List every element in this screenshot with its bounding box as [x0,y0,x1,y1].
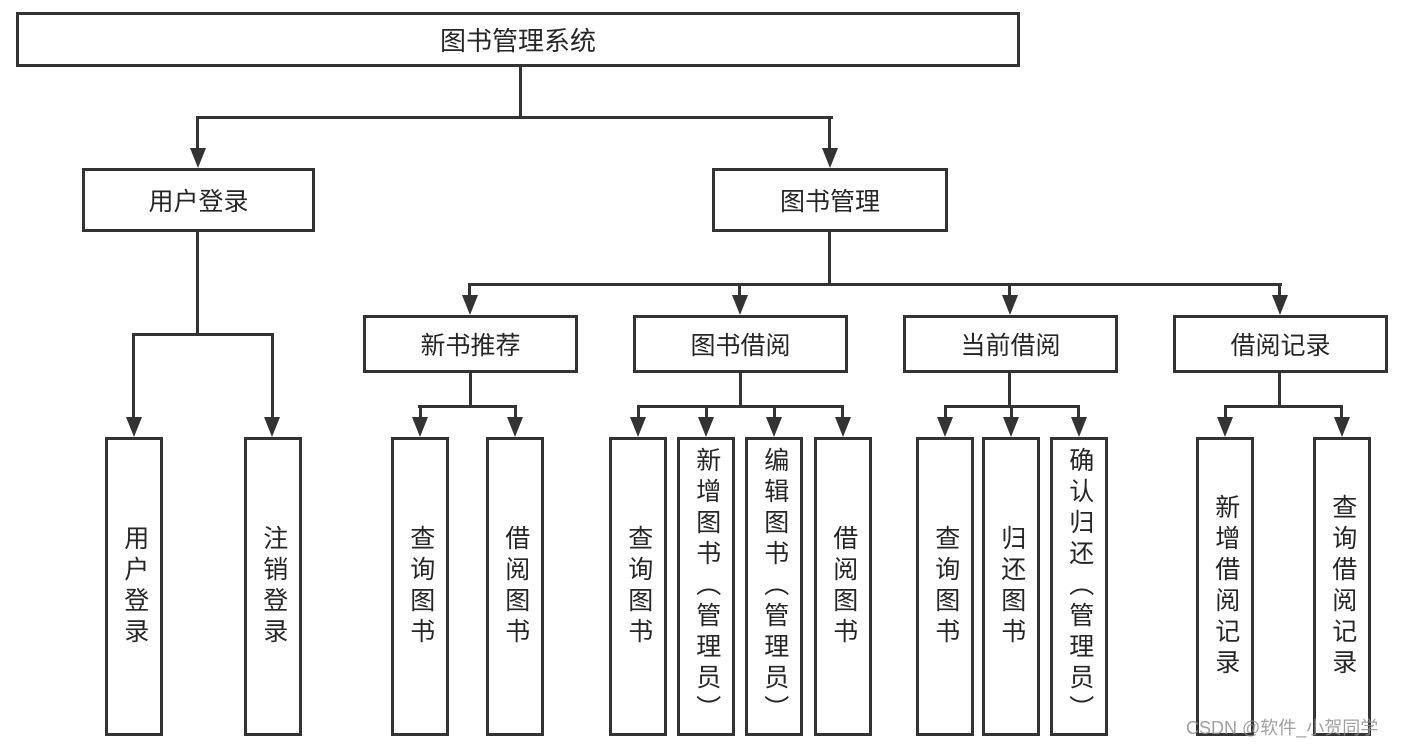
leaf-borrow-books-recommendation: 借阅图书 [486,437,544,736]
connector-book-management-drop [828,230,831,286]
connector-stem [637,405,640,420]
connector-stem-new-book [468,283,471,297]
connector-stem-book-management [828,116,831,152]
leaf-query-books-borrowing: 查询图书 [609,437,667,736]
connector-stem-book-borrowing [738,283,741,297]
leaf-add-borrowing-record: 新增借阅记录 [1196,437,1254,736]
node-label: 归还图书 [997,524,1026,649]
arrowhead-icon [822,148,838,168]
connector-user-login-drop [196,230,199,336]
connector-stem-borrowing-records [1278,283,1281,297]
arrowhead-icon [1272,295,1288,315]
arrowhead-icon [732,295,748,315]
node-borrowing-records: 借阅记录 [1173,315,1388,373]
arrowhead-icon [937,417,953,437]
connector-stem [944,405,947,420]
connector-borrowing-records-drop [1278,371,1281,408]
arrowhead-icon [412,417,428,437]
arrowhead-icon [1217,417,1233,437]
node-label: 查询图书 [624,524,653,649]
leaf-query-borrowing-record: 查询借阅记录 [1313,437,1371,736]
connector-stem [419,405,422,420]
connector-stem-leaf-user-login [132,333,135,419]
node-label: 借阅图书 [829,524,858,649]
connector-book-borrowing-bar [637,405,844,408]
csdn-watermark: CSDN @软件_小贺同学 [1186,718,1379,738]
leaf-confirm-return-admin: 确认归还（管理员） [1050,437,1108,736]
node-label: 编辑图书（管理员） [760,447,789,726]
connector-stem [841,405,844,420]
connector-level2-bar [196,116,833,119]
connector-stem [514,405,517,420]
leaf-edit-books-admin: 编辑图书（管理员） [745,437,803,736]
connector-new-book-drop [469,371,472,408]
leaf-logout: 注销登录 [244,437,302,736]
node-library-management-system: 图书管理系统 [16,12,1020,67]
arrowhead-icon [835,417,851,437]
node-label: 新书推荐 [420,332,521,360]
connector-stem [1010,405,1013,420]
arrowhead-icon [1071,417,1087,437]
connector-new-book-bar [418,405,517,408]
node-label: 用户登录 [148,188,249,216]
node-book-borrowing: 图书借阅 [633,315,848,373]
arrowhead-icon [766,417,782,437]
leaf-query-books-current: 查询图书 [916,437,974,736]
node-label: 新增借阅记录 [1211,493,1240,680]
arrowhead-icon [462,295,478,315]
leaf-query-books-recommendation: 查询图书 [391,437,449,736]
node-label: 查询图书 [406,524,435,649]
arrowhead-icon [190,148,206,168]
node-label: 确认归还（管理员） [1065,447,1094,726]
node-label: 新增图书（管理员） [692,447,721,726]
leaf-return-books: 归还图书 [982,437,1040,736]
node-label: 用户登录 [120,524,149,649]
node-label: 查询借阅记录 [1328,493,1357,680]
arrowhead-icon [630,417,646,437]
arrowhead-icon [1002,295,1018,315]
connector-borrowing-records-bar [1224,405,1343,408]
arrowhead-icon [1334,417,1350,437]
connector-level3-bar [468,283,1282,286]
node-label: 图书管理系统 [439,26,596,56]
connector-stem-leaf-logout [271,333,274,419]
arrowhead-icon [1003,417,1019,437]
arrowhead-icon [126,417,142,437]
node-label: 注销登录 [259,524,288,649]
connector-stem [773,405,776,420]
node-new-book-recommendation: 新书推荐 [363,315,578,373]
node-label: 借阅记录 [1230,332,1331,360]
node-label: 图书借阅 [690,332,791,360]
arrowhead-icon [264,417,280,437]
connector-current-borrowing-drop [1008,371,1011,408]
node-book-management: 图书管理 [712,168,948,232]
node-label: 查询图书 [931,524,960,649]
connector-book-borrowing-drop [739,371,742,408]
connector-stem-user-login [196,116,199,152]
connector-stem [705,405,708,420]
node-label: 借阅图书 [501,524,530,649]
leaf-user-login: 用户登录 [105,437,163,736]
node-current-borrowing: 当前借阅 [903,315,1118,373]
arrowhead-icon [507,417,523,437]
node-label: 当前借阅 [960,332,1061,360]
node-label: 图书管理 [779,188,880,216]
connector-root-drop [519,67,522,119]
connector-stem [1224,405,1227,420]
connector-user-login-bar [132,333,274,336]
connector-stem [1077,405,1080,420]
leaf-borrow-books: 借阅图书 [814,437,872,736]
node-user-login: 用户登录 [82,168,315,232]
connector-stem-current-borrowing [1008,283,1011,297]
leaf-add-books-admin: 新增图书（管理员） [677,437,735,736]
connector-stem [1340,405,1343,420]
arrowhead-icon [698,417,714,437]
